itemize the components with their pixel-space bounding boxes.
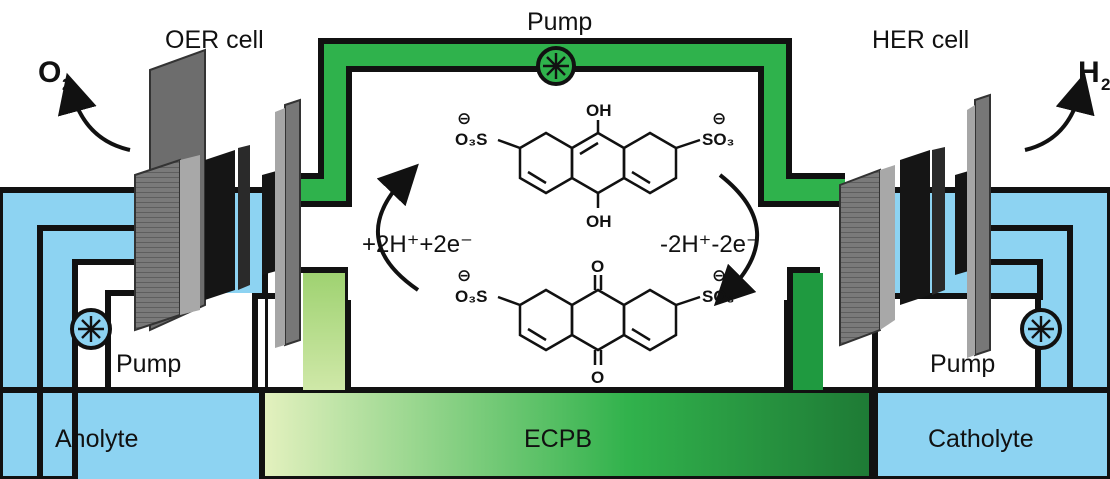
pump-right-label: Pump	[930, 350, 995, 378]
sulfonate-right-top: SO₃	[702, 130, 734, 149]
her-cell	[839, 93, 991, 358]
oer-cell-label: OER cell	[165, 26, 264, 54]
sulfonate-left-top: O₃S	[455, 130, 487, 149]
o2-label: O	[38, 56, 61, 89]
pump-top-label: Pump	[527, 8, 592, 36]
pump-top-icon	[536, 46, 576, 86]
pump-left-label: Pump	[116, 350, 181, 378]
reduction-arrow	[375, 163, 420, 292]
pump-left-icon	[70, 308, 112, 350]
molecule-oxidized	[497, 275, 701, 365]
sulfonate-right-bottom: SO₃	[702, 287, 734, 306]
sulfonate-left-bottom: O₃S	[455, 287, 487, 306]
ecpb-label: ECPB	[524, 425, 592, 453]
o-bottom-label: O	[591, 368, 604, 387]
o-top-label: O	[591, 257, 604, 276]
molecule-reduced	[497, 120, 701, 208]
charge-right-top: ⊖	[712, 109, 726, 128]
oxidation-label: -2H⁺-2e⁻	[660, 231, 759, 258]
charge-left-top: ⊖	[457, 109, 471, 128]
oh-top-label: OH	[586, 101, 612, 120]
anolyte-label: Anolyte	[55, 425, 138, 453]
charge-left-bottom: ⊖	[457, 266, 471, 285]
oh-bottom-label: OH	[586, 212, 612, 231]
h2-label: H	[1078, 56, 1100, 89]
catholyte-label: Catholyte	[928, 425, 1034, 453]
o2-subscript: 2	[62, 75, 71, 94]
charge-right-bottom: ⊖	[712, 266, 726, 285]
reduction-label: +2H⁺+2e⁻	[362, 231, 473, 258]
ecpb-tank	[259, 267, 875, 479]
pump-right-icon	[1020, 308, 1062, 350]
her-cell-label: HER cell	[872, 26, 969, 54]
oxidation-arrow	[713, 173, 760, 307]
oer-cell	[134, 48, 301, 348]
h2-arrow	[1024, 72, 1095, 152]
h2-subscript: 2	[1101, 75, 1110, 94]
o2-arrow	[57, 72, 131, 152]
